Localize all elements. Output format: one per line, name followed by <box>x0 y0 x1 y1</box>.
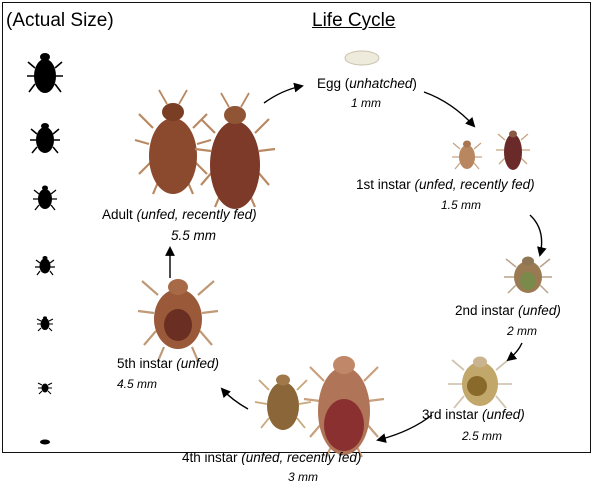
5th-instar-image <box>138 279 218 361</box>
3rd-instar-label: 3rd instar (unfed) <box>422 407 525 422</box>
1st-instar-fed-image <box>496 131 530 171</box>
2nd-instar-silhouette-icon <box>37 316 53 331</box>
egg-label: Egg (unhatched) <box>317 76 417 91</box>
egg-silhouette-icon <box>40 440 50 445</box>
arrow-2nd-to-3rd <box>508 343 522 360</box>
adult-size: 5.5 mm <box>171 228 216 243</box>
3rd-instar-qualifier: (unfed) <box>482 407 525 422</box>
2nd-instar-qualifier: (unfed) <box>518 303 561 318</box>
5th-instar-qualifier: (unfed) <box>176 356 219 371</box>
2nd-instar-name: 2nd instar <box>455 303 518 318</box>
1st-instar-silhouette-icon <box>38 383 52 394</box>
egg-size: 1 mm <box>351 96 381 110</box>
3rd-instar-image <box>448 357 512 409</box>
egg-image <box>345 51 379 65</box>
1st-instar-size: 1.5 mm <box>441 198 481 212</box>
2nd-instar-label: 2nd instar (unfed) <box>455 303 561 318</box>
4th-instar-size: 3 mm <box>288 470 318 484</box>
arrow-adult-to-egg <box>264 86 302 103</box>
arrow-4th-to-5th <box>222 389 248 409</box>
adult-qualifier: (unfed, recently fed) <box>137 207 257 222</box>
arrow-1st-to-2nd <box>530 215 542 255</box>
diagram-title: Life Cycle <box>312 10 395 32</box>
1st-instar-name: 1st instar <box>356 177 415 192</box>
adult-unfed-image <box>135 90 211 194</box>
3rd-instar-name: 3rd instar <box>422 407 482 422</box>
2nd-instar-size: 2 mm <box>507 324 537 338</box>
adult-silhouette-icon <box>27 53 63 93</box>
egg-name: Egg ( <box>317 76 349 91</box>
4th-instar-silhouette-icon <box>33 186 57 211</box>
4th-instar-name: 4th instar <box>182 450 241 465</box>
actual-size-column <box>27 53 63 445</box>
4th-instar-label: 4th instar (unfed, recently fed) <box>182 450 361 465</box>
2nd-instar-image <box>504 257 552 294</box>
adult-fed-image <box>195 93 275 209</box>
4th-instar-qualifier: (unfed, recently fed) <box>241 450 361 465</box>
egg-close: ) <box>412 76 417 91</box>
3rd-instar-silhouette-icon <box>35 256 55 275</box>
1st-instar-qualifier: (unfed, recently fed) <box>415 177 535 192</box>
3rd-instar-size: 2.5 mm <box>462 429 502 443</box>
5th-instar-label: 5th instar (unfed) <box>117 356 219 371</box>
5th-instar-silhouette-icon <box>30 123 60 153</box>
5th-instar-size: 4.5 mm <box>117 377 157 391</box>
1st-instar-unfed-image <box>452 141 482 170</box>
1st-instar-label: 1st instar (unfed, recently fed) <box>356 177 535 192</box>
4th-instar-fed-image <box>304 356 384 457</box>
arrow-egg-to-1st <box>424 92 474 126</box>
adult-label: Adult (unfed, recently fed) <box>102 207 257 222</box>
egg-qualifier: unhatched <box>349 76 412 91</box>
actual-size-label: (Actual Size) <box>6 10 114 32</box>
4th-instar-unfed-image <box>255 375 311 431</box>
5th-instar-name: 5th instar <box>117 356 176 371</box>
adult-name: Adult <box>102 207 137 222</box>
